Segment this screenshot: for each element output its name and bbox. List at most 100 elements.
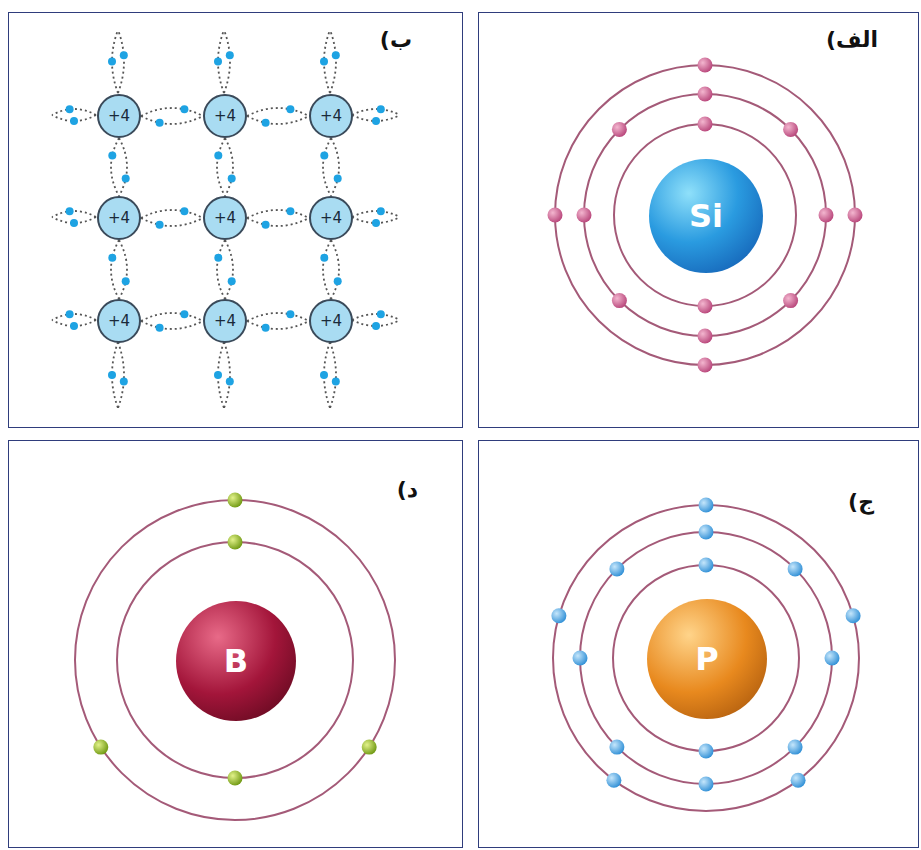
silicon-core: +4 xyxy=(203,196,247,240)
panel-label: الف) xyxy=(826,27,878,52)
bond-electron xyxy=(226,378,234,386)
bond-electron xyxy=(66,207,74,215)
bond-electron xyxy=(372,322,380,330)
electron xyxy=(819,208,834,223)
covalent-bond xyxy=(141,207,203,228)
electron xyxy=(93,740,108,755)
bond-electron xyxy=(377,105,385,113)
covalent-bond xyxy=(141,105,203,126)
element-symbol: B xyxy=(224,642,248,680)
bond-electron xyxy=(66,310,74,318)
electron xyxy=(698,117,713,132)
bond-electron xyxy=(66,105,74,113)
electron xyxy=(228,535,243,550)
covalent-bond xyxy=(214,240,235,299)
element-symbol: P xyxy=(695,640,718,678)
silicon-core: +4 xyxy=(97,94,141,138)
silicon-core: +4 xyxy=(203,94,247,138)
bond-electron xyxy=(372,117,380,125)
core-charge: +4 xyxy=(214,107,236,125)
core-charge: +4 xyxy=(320,107,342,125)
silicon-core: +4 xyxy=(309,299,353,343)
bond-electron xyxy=(332,378,340,386)
bond-electron xyxy=(122,175,130,183)
bond-electron xyxy=(286,310,294,318)
covalent-bond xyxy=(320,138,341,196)
electron xyxy=(551,608,566,623)
electron xyxy=(228,771,243,786)
bond-electron xyxy=(180,310,188,318)
covalent-bond xyxy=(217,240,233,299)
electron-shell xyxy=(75,65,859,820)
electron xyxy=(698,299,713,314)
bond-electron xyxy=(120,378,128,386)
bond-electron xyxy=(108,254,116,262)
electron xyxy=(698,329,713,344)
silicon-core: +4 xyxy=(97,196,141,240)
bond-electron xyxy=(377,310,385,318)
electron xyxy=(362,740,377,755)
bond-electron xyxy=(108,151,116,159)
covalent-bond xyxy=(323,240,339,299)
core-charge: +4 xyxy=(108,209,130,227)
covalent-bond xyxy=(214,138,235,196)
bond-electron xyxy=(108,58,116,66)
electron xyxy=(848,208,863,223)
covalent-bond xyxy=(108,240,129,299)
covalent-bond xyxy=(247,108,309,124)
core-charge: +4 xyxy=(214,312,236,330)
silicon-core: +4 xyxy=(97,299,141,343)
bond-electron xyxy=(332,51,340,59)
bond-electron xyxy=(320,58,328,66)
bond-electron xyxy=(108,371,116,379)
bond-electron xyxy=(120,51,128,59)
bond-electron xyxy=(214,151,222,159)
bond-electron xyxy=(286,207,294,215)
figure-panel: ب)+4+4+4+4+4+4+4+4+4 xyxy=(8,12,463,428)
element-symbol: Si xyxy=(689,197,723,235)
panel-label: ب) xyxy=(380,27,412,52)
electron xyxy=(783,293,798,308)
bond-electron xyxy=(228,175,236,183)
electron xyxy=(548,208,563,223)
covalent-bond xyxy=(111,240,127,299)
atom-nucleus: Si xyxy=(649,159,763,273)
core-charge: +4 xyxy=(320,312,342,330)
bond-electron xyxy=(286,105,294,113)
electron xyxy=(228,493,243,508)
bond-electron xyxy=(377,207,385,215)
electron xyxy=(788,561,803,576)
bond-electron xyxy=(214,58,222,66)
electron xyxy=(573,651,588,666)
figure-panel: ج)P xyxy=(478,440,919,848)
silicon-core: +4 xyxy=(203,299,247,343)
bond-electron xyxy=(320,151,328,159)
bond-electron xyxy=(334,175,342,183)
covalent-bond xyxy=(247,313,309,329)
bond-electron xyxy=(262,119,270,127)
electron xyxy=(846,608,861,623)
bond-electron xyxy=(122,277,130,285)
bond-electron xyxy=(156,324,164,332)
covalent-bond xyxy=(108,138,129,196)
bond-electron xyxy=(320,371,328,379)
electron xyxy=(606,773,621,788)
bond-stub xyxy=(52,30,400,408)
electron xyxy=(698,58,713,73)
bond-electron xyxy=(372,219,380,227)
electron xyxy=(699,777,714,792)
core-charge: +4 xyxy=(214,209,236,227)
electron xyxy=(609,561,624,576)
silicon-core: +4 xyxy=(309,94,353,138)
covalent-bond xyxy=(141,313,203,329)
bond-electron xyxy=(214,371,222,379)
bond-electron xyxy=(156,119,164,127)
electron xyxy=(699,525,714,540)
bond-electron xyxy=(226,51,234,59)
atom-nucleus: P xyxy=(647,599,767,719)
electron xyxy=(788,740,803,755)
covalent-bond xyxy=(247,105,309,126)
panel-label: د) xyxy=(397,477,418,502)
